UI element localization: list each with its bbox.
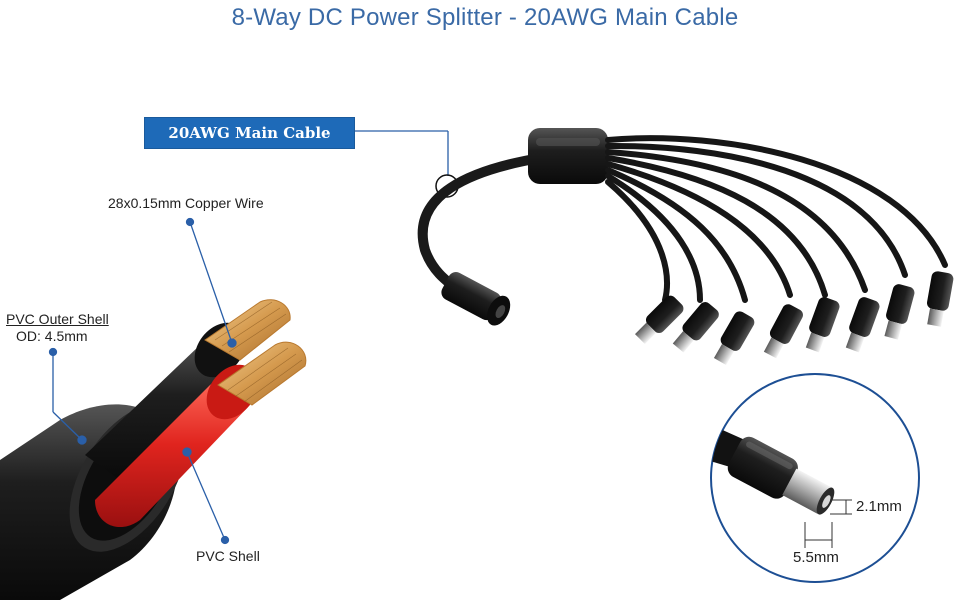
pvc-shell-label: PVC Shell	[196, 548, 260, 564]
main-cable-badge: 20AWG Main Cable	[144, 117, 355, 149]
page-title: 8-Way DC Power Splitter - 20AWG Main Cab…	[231, 4, 739, 31]
inner-diameter-label: 2.1mm	[856, 498, 902, 515]
callout-lines	[48, 130, 449, 545]
outer-shell-title: PVC Outer Shell	[6, 311, 109, 327]
outer-shell-od: OD: 4.5mm	[16, 328, 88, 344]
dc-splitter-cable-icon	[417, 128, 954, 365]
outer-shell-label: PVC Outer Shell OD: 4.5mm	[6, 311, 109, 345]
outer-diameter-label: 5.5mm	[793, 549, 839, 566]
cable-cross-section-icon	[0, 299, 307, 600]
copper-wire-label: 28x0.15mm Copper Wire	[108, 195, 264, 211]
dc-plug-closeup-icon	[710, 373, 920, 583]
